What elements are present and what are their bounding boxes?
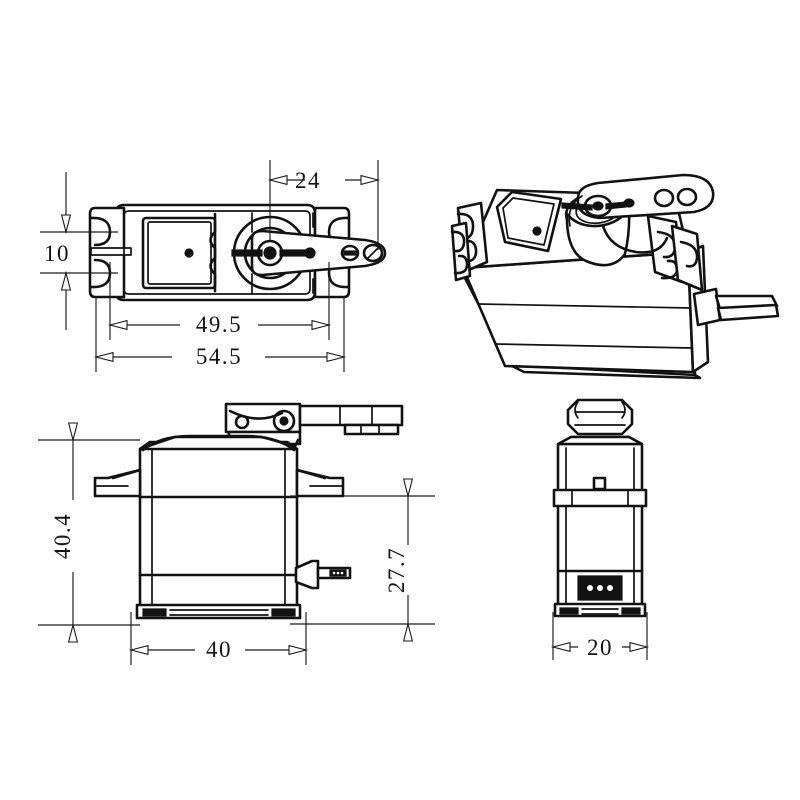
iso-horn-hole-outer [676,187,698,207]
iso-horn-bracket-left [568,195,583,227]
side-horn-block-notch-left [574,401,579,419]
side-connector-pin-1 [587,585,593,591]
iso-cable-strain-relief [692,287,722,327]
front-connector-pin-3 [340,571,344,575]
front-case-inner-edges [151,448,286,618]
dim-label-27-7: 27.7 [384,547,409,593]
dim-label-40-4: 40.4 [50,513,75,559]
front-base-groove [169,609,269,616]
side-connector-pin-3 [607,585,613,591]
side-flange-band [552,488,648,508]
front-horn-curve [228,409,284,420]
iso-left-tab-second [450,221,472,282]
side-horn-block-notch-right [621,401,626,419]
iso-top-cover-plate-inner [502,197,555,246]
front-connector-pin-2 [336,571,340,575]
front-view-dimensions: 40.4 27.7 40 [38,422,435,665]
horn-slot-end-boss [304,247,316,259]
side-top-tab [592,476,607,491]
iso-horn-bracket [601,224,669,254]
horn-slot-left [231,249,263,257]
iso-horn-spline [592,201,604,211]
iso-left-tab2-notch-lower [453,254,469,275]
cover-screw-dot [184,248,194,258]
front-horn-arm-lip [343,423,400,436]
side-flange-band-divisions [571,489,629,507]
dim-label-20: 20 [587,635,613,660]
iso-right-tab-second [670,224,704,292]
top-view [88,203,387,302]
top-cover-plate-inner [147,221,212,285]
iso-horn-slot-boss [623,198,635,208]
side-view-dimensions: 20 [552,612,648,660]
iso-cable-lower [716,303,780,322]
horn-hole-inner-slot [343,250,357,256]
case-inner-border [123,210,311,295]
side-horn-block-lines [574,411,626,426]
iso-cover-screw-dot [532,226,542,236]
iso-right-tab2-notch [679,240,699,268]
iso-left-tab2-notch-upper [450,230,466,253]
front-horn-arm [298,404,404,427]
iso-top-cover-plate [495,190,563,253]
side-view [552,398,648,618]
iso-body-seam-lower [494,343,693,349]
left-tab-slot [90,247,132,256]
iso-horn-hole-inner [653,188,675,208]
servo-horn-arm [250,229,387,277]
front-base-pad-right [271,608,296,617]
front-right-flange-edge [295,468,327,480]
isometric-view [450,173,780,380]
front-horn-arm-divisions [339,405,373,426]
dim-label-24: 24 [295,168,321,193]
output-spline-center [263,246,277,260]
front-case-body [138,440,299,619]
front-left-flange-edge [111,468,142,480]
side-base-groove [581,608,619,615]
side-case-top-bevel [556,435,644,446]
iso-gear-boss-side [565,208,631,267]
side-connector-pin-2 [597,585,603,591]
front-case-shoulder [141,434,296,452]
dim-label-49-5: 49.5 [196,312,242,337]
dim-label-40: 40 [206,637,232,662]
front-horn-pivot-center [279,416,289,426]
dim-label-54-5: 54.5 [196,344,242,369]
side-case-inner-edges [565,447,635,615]
iso-horn-slot-right [605,201,627,210]
iso-body-seam-upper [477,303,692,309]
horn-hole-outer-mark [366,246,380,260]
front-view [93,402,404,620]
front-connector-pin-1 [332,571,336,575]
dim-label-10: 10 [44,241,70,266]
front-horn-lip-divisions [360,424,380,435]
case-waist-divider [209,212,217,293]
top-view-dimensions: 10 24 49.5 54.5 [40,160,379,372]
side-base-pad-right [621,607,641,615]
top-cover-plate [141,216,217,290]
front-base-pad-left [142,608,167,617]
side-base-pad-left [559,607,579,615]
iso-horn-slot-left [561,202,593,211]
front-cable-strain-relief [294,559,320,590]
